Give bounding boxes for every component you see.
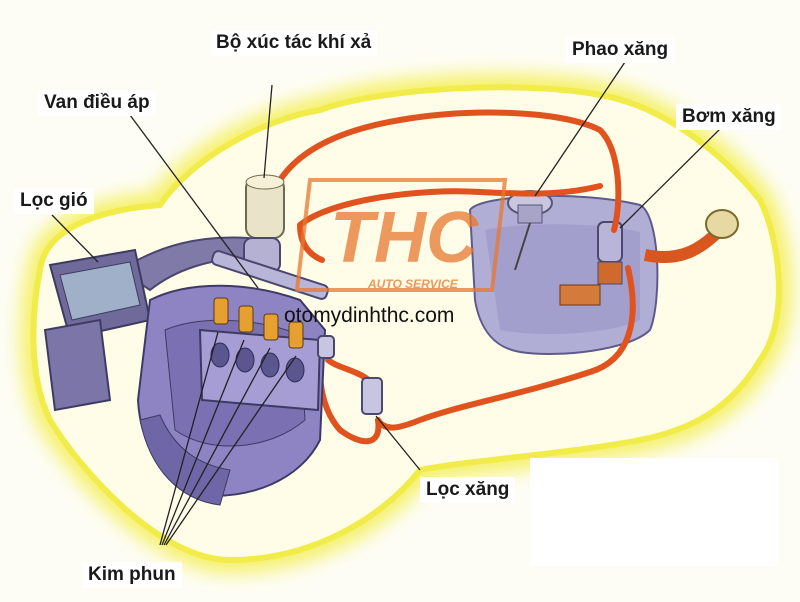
leader-catalytic: [263, 84, 273, 179]
fuel-pump-motor: [597, 261, 623, 285]
catalytic-top: [245, 174, 285, 190]
leader-injector-1: [159, 331, 219, 546]
label-catalytic-converter: Bộ xúc tác khí xả: [210, 30, 378, 56]
filler-cap: [705, 209, 739, 239]
watermark-url: otomydinhthc.com: [284, 304, 455, 327]
label-fuel-float: Phao xăng: [566, 37, 675, 63]
thc-logo-tagline: AUTO SERVICE: [367, 277, 459, 291]
tank-label-plate: [559, 284, 601, 306]
label-pressure-regulator: Van điều áp: [38, 90, 156, 116]
fuel-float-body: [517, 204, 543, 224]
leader-float: [534, 61, 626, 197]
return-line-upper: [277, 109, 622, 233]
pressure-regulator: [317, 335, 335, 359]
air-filter-element: [59, 261, 141, 321]
return-line-drop: [297, 222, 325, 263]
leader-pump: [619, 124, 725, 229]
leader-lines: [51, 61, 725, 546]
leader-injector-2: [161, 339, 245, 546]
engine-lower: [139, 414, 231, 506]
intake-manifold: [198, 328, 322, 412]
label-air-filter: Lọc gió: [14, 188, 94, 214]
air-filter-base: [43, 318, 112, 412]
label-injectors: Kim phun: [82, 562, 182, 588]
supply-line-lower: [375, 265, 636, 431]
label-fuel-pump: Bơm xăng: [676, 104, 782, 130]
leader-injector-4: [165, 355, 297, 546]
fuel-injectors: [213, 297, 304, 349]
thc-logo: THC AUTO SERVICE: [294, 178, 508, 292]
leader-fuel-filter: [375, 415, 421, 471]
leader-injector-3: [163, 347, 271, 546]
label-fuel-filter: Lọc xăng: [420, 477, 516, 503]
blank-panel: [530, 458, 778, 566]
leader-regulator: [129, 114, 259, 289]
float-arm: [514, 222, 531, 271]
thc-logo-text: THC: [330, 198, 479, 278]
manifold-ports: [210, 342, 305, 383]
return-line-mid: [297, 183, 603, 228]
leader-air-filter: [51, 214, 99, 263]
fuel-filter: [361, 377, 383, 415]
fuel-pump: [597, 221, 623, 263]
